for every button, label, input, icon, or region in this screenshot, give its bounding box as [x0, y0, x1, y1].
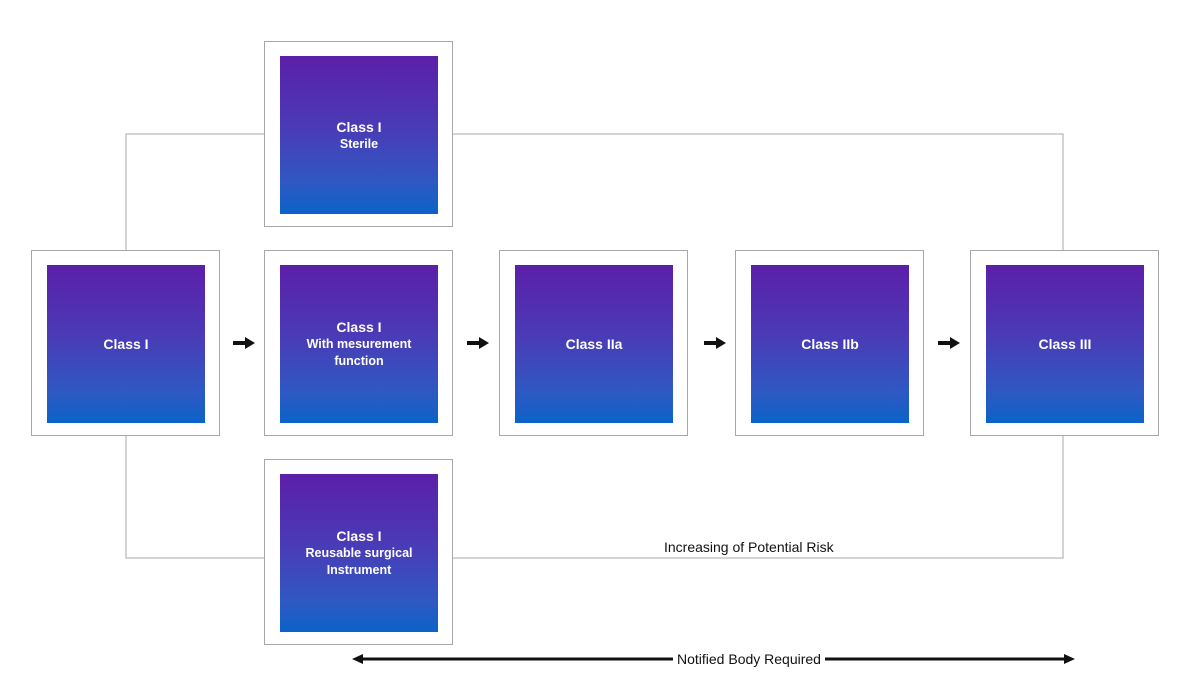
lower-connector-right — [452, 435, 1064, 559]
notified-body-arrow-right-head — [1064, 654, 1075, 664]
class-iii-title: Class III — [1038, 336, 1092, 352]
upper-connector-right — [452, 133, 1064, 250]
class-i-reusable-subtitle: Reusable surgical Instrument — [305, 546, 413, 577]
class-i-measurement-title: Class I — [336, 319, 382, 335]
class-iia-frame: Class IIa — [499, 250, 688, 436]
class-iii-frame: Class III — [970, 250, 1159, 436]
class-i-reusable-box: Class I Reusable surgical Instrument — [280, 474, 438, 632]
class-i-title: Class I — [103, 336, 149, 352]
upper-connector-left — [125, 133, 265, 250]
class-iib-title: Class IIb — [801, 336, 859, 352]
arrow-right-icon — [704, 337, 726, 349]
class-i-box: Class I — [47, 265, 205, 423]
class-i-measurement-subtitle: With mesurement function — [306, 337, 412, 368]
class-iia-box: Class IIa — [515, 265, 673, 423]
lower-connector-left — [125, 435, 265, 559]
class-i-frame: Class I — [31, 250, 220, 436]
class-i-reusable-frame: Class I Reusable surgical Instrument — [264, 459, 453, 645]
class-i-sterile-box: Class I Sterile — [280, 56, 438, 214]
class-i-sterile-title: Class I — [336, 118, 382, 135]
class-iii-box: Class III — [986, 265, 1144, 423]
notified-body-label: Notified Body Required — [673, 650, 825, 668]
class-i-sterile-subtitle: Sterile — [339, 136, 379, 151]
notified-body-arrow-left-head — [352, 654, 363, 664]
class-i-measurement-box: Class I With mesurement function — [280, 265, 438, 423]
class-i-reusable-title: Class I — [336, 528, 382, 544]
class-iib-frame: Class IIb — [735, 250, 924, 436]
arrow-right-icon — [467, 337, 489, 349]
class-i-sterile-frame: Class I Sterile — [264, 41, 453, 227]
class-i-measurement-frame: Class I With mesurement function — [264, 250, 453, 436]
class-iia-title: Class IIa — [565, 336, 623, 352]
class-iib-box: Class IIb — [751, 265, 909, 423]
arrow-right-icon — [233, 337, 255, 349]
arrow-right-icon — [938, 337, 960, 349]
risk-label: Increasing of Potential Risk — [664, 539, 834, 555]
